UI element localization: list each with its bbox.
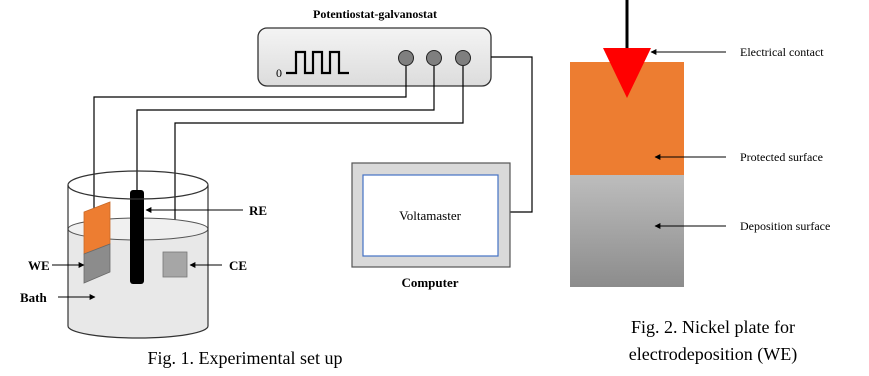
wire-re [136,66,435,192]
terminal-ce-knob [455,50,471,66]
electrical-contact-label: Electrical contact [740,45,824,59]
bath-label: Bath [20,290,48,305]
computer-label: Computer [401,275,458,290]
electrical-contact-icon [603,48,651,98]
fig2-caption-line2: electrodeposition (WE) [629,344,797,365]
wire-computer [491,56,533,213]
fig1-caption: Fig. 1. Experimental set up [148,348,343,368]
wire-ce [174,66,464,252]
ce-label: CE [229,258,247,273]
we-label: WE [28,258,50,273]
deposition-surface-label: Deposition surface [740,219,830,233]
we-electrode-deposition [83,243,111,284]
plate-deposition-surface [570,175,684,287]
experimental-setup: Potentiostat-galvanostat 0 [20,7,533,368]
pulse-waveform-icon [286,50,349,75]
computer-screen [362,174,499,257]
wire-we [93,66,407,208]
ce-electrode [162,251,188,278]
re-electrode [130,190,144,284]
pulse-zero-label: 0 [276,66,282,80]
terminal-we-knob [398,50,414,66]
fig2-caption-line1: Fig. 2. Nickel plate for [631,317,795,337]
potentiostat-label: Potentiostat-galvanostat [313,7,437,21]
terminal-re-knob [426,50,442,66]
beaker-rim [67,170,209,200]
software-label: Voltamaster [399,208,462,223]
protected-surface-label: Protected surface [740,150,823,164]
nickel-plate-figure: Electrical contact Protected surface Dep… [570,0,830,365]
re-label: RE [249,203,267,218]
